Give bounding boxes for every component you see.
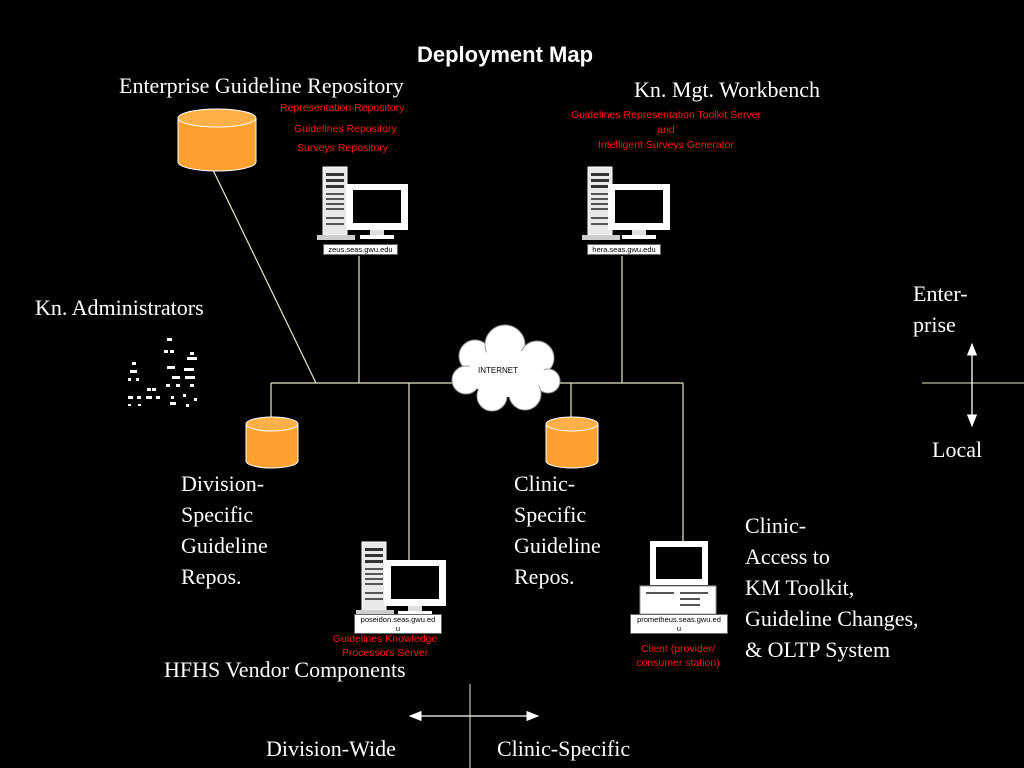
enterprise-axis-label: Enter- prise [913, 281, 968, 337]
hera-hostname: hera.seas.gwu.edu [587, 244, 661, 255]
division-repository-label: Division- Specific Guideline Repos. [181, 471, 268, 589]
clinic-specific-label: Clinic-Specific [497, 736, 631, 761]
zeus-server-icon [316, 166, 408, 241]
poseidon-server-icon [355, 541, 446, 616]
hera-service-surveys: Intelligent Surveys Generator [598, 139, 734, 151]
internet-label: INTERNET [478, 366, 518, 375]
administrators-icon [128, 338, 197, 407]
zeus-repo-surveys: Surveys Repository [297, 142, 389, 154]
division-repository-cylinder [245, 416, 299, 469]
clinic-access-label: Clinic- Access to KM Toolkit, Guideline … [745, 513, 919, 662]
hera-service-toolkit: Guidelines Representation Toolkit Server [570, 109, 762, 121]
poseidon-hostname: poseidon.seas.gwu.ed u [354, 614, 442, 634]
administrators-label: Kn. Administrators [35, 295, 204, 320]
enterprise-repository-cylinder [177, 108, 257, 172]
internet-cloud [451, 324, 561, 412]
zeus-repo-guidelines: Guidelines Repository [294, 123, 397, 135]
page-title: Deployment Map [416, 42, 594, 67]
prometheus-hostname: prometheus.seas.gwu.ed u [630, 614, 728, 634]
zeus-repo-representation: Representation Repository [280, 102, 405, 114]
hera-service-and: and [657, 124, 675, 136]
clinic-repository-cylinder [545, 416, 599, 469]
knowledge-workbench-label: Kn. Mgt. Workbench [634, 77, 821, 102]
division-wide-label: Division-Wide [266, 736, 396, 761]
enterprise-repository-label: Enterprise Guideline Repository [119, 73, 404, 98]
prometheus-role: Client (provider/ consumer station) [636, 643, 720, 669]
hera-server-icon [581, 166, 670, 241]
vendor-components-label: HFHS Vendor Components [164, 657, 406, 682]
poseidon-role: Guidelines Knowledge Processors Server [332, 633, 438, 659]
local-axis-label: Local [932, 437, 983, 462]
clinic-repository-label: Clinic- Specific Guideline Repos. [514, 471, 601, 589]
prometheus-client-icon [639, 541, 717, 615]
zeus-hostname: zeus.seas.gwu.edu [323, 244, 398, 255]
